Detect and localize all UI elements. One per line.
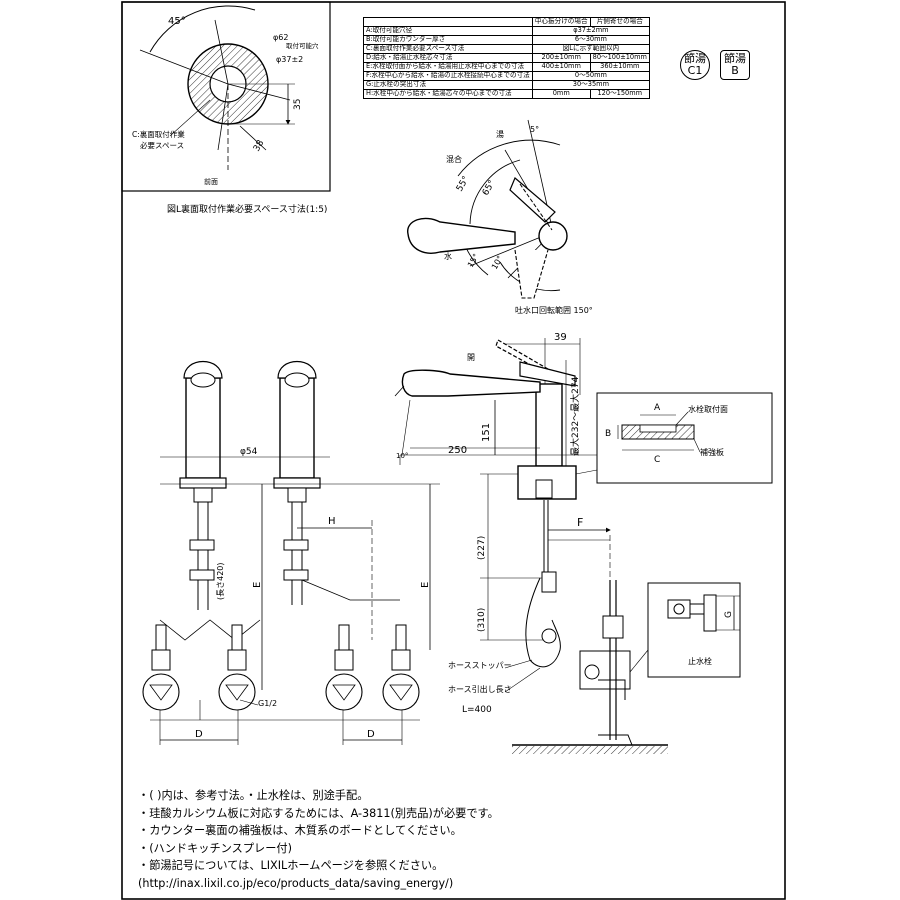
dim-10-degree-label: 10° [396, 452, 408, 460]
dim-250-label: 250 [448, 445, 467, 456]
side-view: 開 39 151 250 10° 最大232～最大274 (227) (310)… [394, 332, 611, 715]
cold-label: 水 [444, 251, 452, 261]
dim-D2-label: D [367, 729, 375, 740]
g-half-label: G1/2 [258, 699, 277, 708]
note-line: ・カウンター裏面の補強板は、木質系のボードとしてください。 [138, 824, 462, 837]
spec-row: H:水栓中心から給水・給湯芯々の中心までの寸法 0mm 120～150mm [363, 89, 651, 99]
spec-row-value-side: 360±10mm [589, 62, 651, 72]
dim-height-label: 最大232～最大274 [569, 376, 581, 456]
dia-37-label: φ37±2 [276, 55, 303, 64]
floor [512, 744, 668, 754]
angle-65-label: 65° [481, 179, 498, 198]
dim-39-label: 39 [554, 332, 567, 343]
counter-mount-detail: A B C 水栓取付面 補強板 [575, 392, 773, 484]
note-line: ・節湯記号については、LIXILホームページを参照ください。 [138, 859, 444, 872]
note-line: ・( )内は、参考寸法。・止水栓は、別途手配。 [138, 789, 369, 802]
spec-table: 中心振分けの場合 片側寄せの場合 A:取付可能穴径 φ37±2mm B:取付可能… [363, 17, 651, 99]
hole-range-label: 取付可能穴 [286, 41, 319, 50]
shutoff-valve-right-2 [382, 624, 420, 711]
spec-row-value: φ37±2mm [531, 26, 651, 36]
spec-row-value-side: 80～100±10mm [589, 53, 651, 63]
outer-border [121, 1, 786, 900]
spec-header-center: 中心振分けの場合 [531, 17, 591, 27]
dim-310-label: (310) [477, 608, 487, 632]
water-saving-badge-c1: 節湯 C1 [680, 50, 710, 80]
badge-c1-bottom: C1 [687, 64, 703, 77]
spout-range-label: 吐水口回転範囲 150° [515, 305, 593, 315]
dim-H-label: H [328, 516, 336, 527]
shutoff-valve-left-1 [142, 624, 180, 711]
detail-caption: 図L裏面取付作業必要スペース寸法(1:5) [167, 203, 327, 215]
stop-valve-label: 止水栓 [688, 656, 712, 666]
front-dimensions: φ54 E E [150, 447, 440, 721]
dim-B-label: B [605, 429, 611, 439]
dim-E1-label: E [252, 582, 263, 588]
notes: ・( )内は、参考寸法。・止水栓は、別途手配。 ・珪酸カルシウム板に対応するため… [138, 787, 499, 892]
dim-227-label: (227) [477, 536, 487, 560]
spec-row-value: 0～50mm [531, 71, 651, 81]
water-saving-badge-b: 節湯 B [720, 50, 750, 80]
back-space-label-2: 必要スペース [140, 140, 184, 150]
hose-stopper-label: ホースストッパー [448, 661, 512, 670]
hot-label: 湯 [496, 129, 504, 139]
spec-row-value-center: 0mm [531, 89, 591, 99]
dim-35-label: 35 [293, 99, 303, 110]
length-420-label: (長さ420) [216, 562, 225, 600]
note-url: (http://inax.lixil.co.jp/eco/products_da… [138, 876, 454, 890]
dim-151-label: 151 [481, 423, 492, 442]
mount-surface-label: 水栓取付面 [688, 404, 728, 414]
spec-row-value-side: 120～150mm [589, 89, 651, 99]
hose-L-label: L=400 [462, 705, 492, 715]
dim-D1-label: D [195, 729, 203, 740]
spec-header-side: 片側寄せの場合 [589, 17, 651, 27]
dim-C-label: C [654, 455, 660, 465]
spec-row-value: 30～35mm [531, 80, 651, 90]
spec-row-label: H:水栓中心から給水・給湯芯々の中心までの寸法 [363, 89, 533, 99]
spec-row-value-center: 200±10mm [531, 53, 591, 63]
badge-b-bottom: B [731, 64, 739, 77]
note-line: ・(ハンドキッチンスプレー付) [138, 841, 292, 855]
front-label: 前面 [204, 177, 218, 186]
top-view: 湯 混合 水 5° 55° 65° 15° 10° 吐水口回転範囲 150° [407, 119, 593, 315]
hose-length-label: ホース引出し長さ [448, 684, 512, 694]
mixed-label: 混合 [446, 154, 462, 164]
dim-38-label: 38 [252, 138, 267, 153]
dim-A-label: A [654, 403, 661, 413]
dia-62-label: φ62 [273, 33, 288, 42]
spec-row-value: 図Lに示す範囲以内 [531, 44, 651, 54]
open-label: 開 [467, 353, 475, 362]
stop-valve-detail: G 止水栓 [579, 580, 741, 746]
spec-row-value-center: 400±10mm [531, 62, 591, 72]
dia-54-label: φ54 [240, 447, 258, 457]
back-space-label-1: C:裏面取付作業 [132, 129, 185, 139]
badge-c1-top: 節湯 [684, 52, 706, 65]
badge-b-top: 節湯 [724, 52, 746, 65]
angle-5-label: 5° [530, 125, 539, 134]
shutoff-valve-left-2 [218, 624, 256, 711]
detail-back-space: 45° φ62 取付可能穴 φ37±2 35 38 C:裏面取付作業 必要スペー… [121, 1, 331, 192]
front-view-right: D H [273, 360, 403, 745]
note-line: ・珪酸カルシウム板に対応するためには、A-3811(別売品)が必要です。 [138, 806, 499, 820]
reinforcement-label: 補強板 [700, 447, 724, 457]
shutoff-valve-right-1 [325, 624, 363, 711]
dim-E2-label: E [420, 582, 431, 588]
front-view-left: D (長さ420) [159, 360, 261, 745]
angle-55-label: 55° [455, 175, 472, 194]
dim-G-label: G [724, 611, 734, 618]
angle-45-label: 45° [168, 16, 186, 27]
dim-F-label: F [577, 516, 583, 529]
